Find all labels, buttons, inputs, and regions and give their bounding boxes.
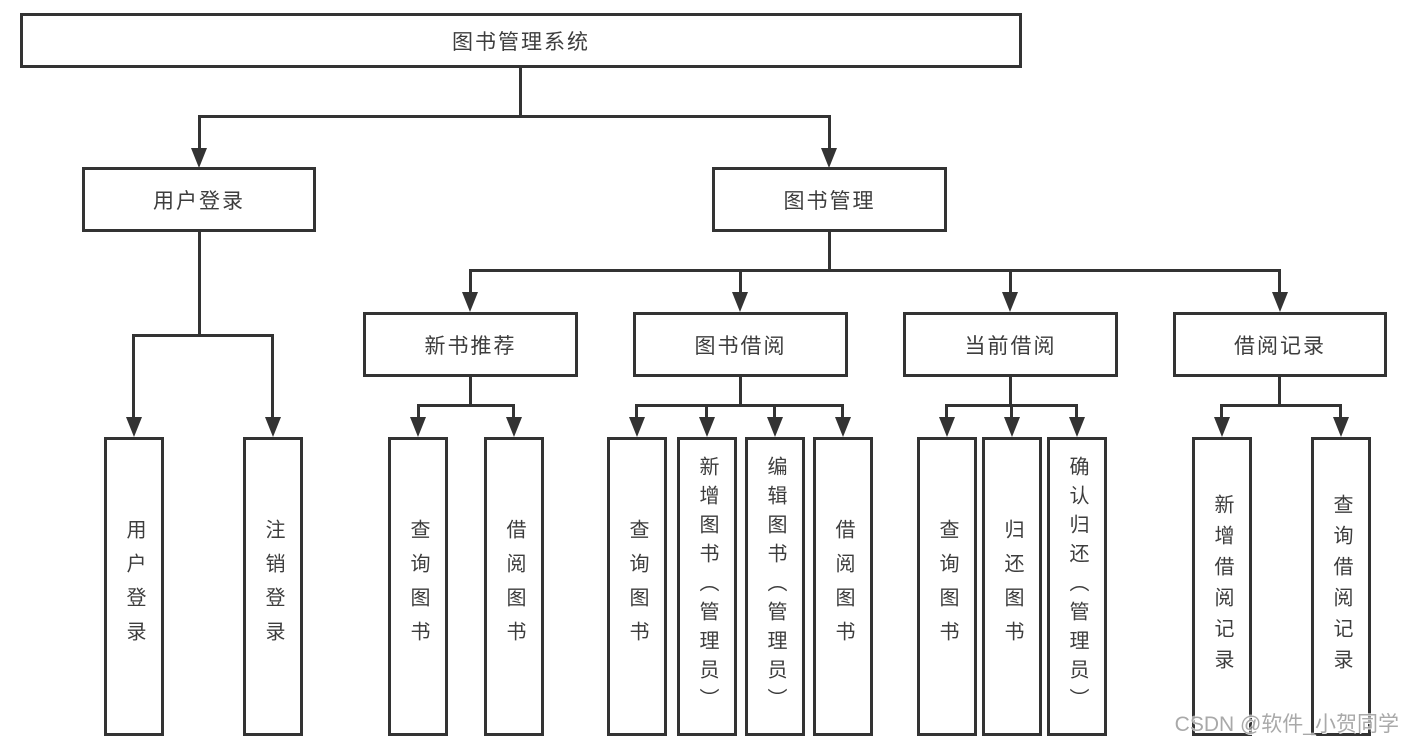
leaf-return-books: 归还图书: [982, 437, 1042, 736]
connector-stem: [945, 404, 948, 419]
leaf-confirm-return-admin: 确认归还（管理员）: [1047, 437, 1107, 736]
connector-hline: [1220, 404, 1341, 407]
connector-hline: [417, 404, 515, 407]
connector-vline: [469, 377, 472, 406]
leaf-logout: 注销登录: [243, 437, 303, 736]
arrowhead-down-icon: [462, 292, 478, 312]
connector-stem: [828, 115, 831, 150]
connector-stem: [271, 334, 274, 419]
arrowhead-down-icon: [191, 148, 207, 168]
arrowhead-down-icon: [1272, 292, 1288, 312]
connector-stem: [1075, 404, 1078, 419]
leaf-query-books-current: 查询图书: [917, 437, 977, 736]
connector-stem: [1339, 404, 1342, 419]
arrowhead-down-icon: [1004, 417, 1020, 437]
arrowhead-down-icon: [1002, 292, 1018, 312]
arrowhead-down-icon: [126, 417, 142, 437]
connector-hline: [635, 404, 843, 407]
arrowhead-down-icon: [506, 417, 522, 437]
csdn-watermark: CSDN @软件_小贺同学: [1174, 713, 1399, 736]
leaf-edit-books-admin: 编辑图书（管理员）: [745, 437, 805, 736]
connector-stem: [739, 269, 742, 294]
node-label: 图书管理系统: [452, 30, 590, 54]
arrowhead-down-icon: [1214, 417, 1230, 437]
connector-root-hline: [198, 115, 831, 118]
node-label: 当前借阅: [964, 334, 1057, 358]
connector-userlogin-vline: [198, 232, 201, 336]
node-label: 用户登录: [153, 189, 245, 213]
arrowhead-down-icon: [835, 417, 851, 437]
node-label: 新书推荐: [424, 334, 517, 358]
connector-vline: [1009, 377, 1012, 406]
arrowhead-down-icon: [699, 417, 715, 437]
node-borrowing-records: 借阅记录: [1173, 312, 1387, 377]
connector-stem: [417, 404, 420, 419]
arrowhead-down-icon: [732, 292, 748, 312]
leaf-query-books-recommend: 查询图书: [388, 437, 448, 736]
connector-stem: [1220, 404, 1223, 419]
connector-level3-hline: [469, 269, 1281, 272]
leaf-query-borrow-record: 查询借阅记录: [1311, 437, 1371, 736]
node-user-login: 用户登录: [82, 167, 316, 232]
connector-stem: [1278, 269, 1281, 294]
leaf-borrow-books-recommend: 借阅图书: [484, 437, 544, 736]
arrowhead-down-icon: [1333, 417, 1349, 437]
connector-stem: [773, 404, 776, 419]
leaf-add-books-admin: 新增图书（管理员）: [677, 437, 737, 736]
leaf-borrow-books-borrowing: 借阅图书: [813, 437, 873, 736]
arrowhead-down-icon: [1069, 417, 1085, 437]
node-book-management-system: 图书管理系统: [20, 13, 1022, 68]
connector-stem: [635, 404, 638, 419]
arrowhead-down-icon: [767, 417, 783, 437]
leaf-add-borrow-record: 新增借阅记录: [1192, 437, 1252, 736]
arrowhead-down-icon: [410, 417, 426, 437]
node-book-borrowing: 图书借阅: [633, 312, 848, 377]
leaf-query-books-borrowing: 查询图书: [607, 437, 667, 736]
leaf-user-login: 用户登录: [104, 437, 164, 736]
connector-stem: [1010, 404, 1013, 419]
node-book-management: 图书管理: [712, 167, 947, 232]
arrowhead-down-icon: [939, 417, 955, 437]
connector-vline: [739, 377, 742, 406]
connector-userlogin-hline: [132, 334, 274, 337]
arrowhead-down-icon: [629, 417, 645, 437]
node-new-book-recommendation: 新书推荐: [363, 312, 578, 377]
connector-stem: [841, 404, 844, 419]
connector-stem: [705, 404, 708, 419]
arrowhead-down-icon: [821, 148, 837, 168]
connector-root-vline: [519, 68, 522, 117]
connector-bookmgmt-vline: [828, 232, 831, 271]
node-label: 图书借阅: [694, 334, 787, 358]
arrowhead-down-icon: [265, 417, 281, 437]
connector-stem: [469, 269, 472, 294]
connector-stem: [1009, 269, 1012, 294]
connector-stem: [132, 334, 135, 419]
node-current-borrowing: 当前借阅: [903, 312, 1118, 377]
connector-stem: [512, 404, 515, 419]
connector-vline: [1278, 377, 1281, 406]
node-label: 借阅记录: [1234, 334, 1326, 358]
connector-stem: [198, 115, 201, 150]
node-label: 图书管理: [783, 189, 876, 213]
